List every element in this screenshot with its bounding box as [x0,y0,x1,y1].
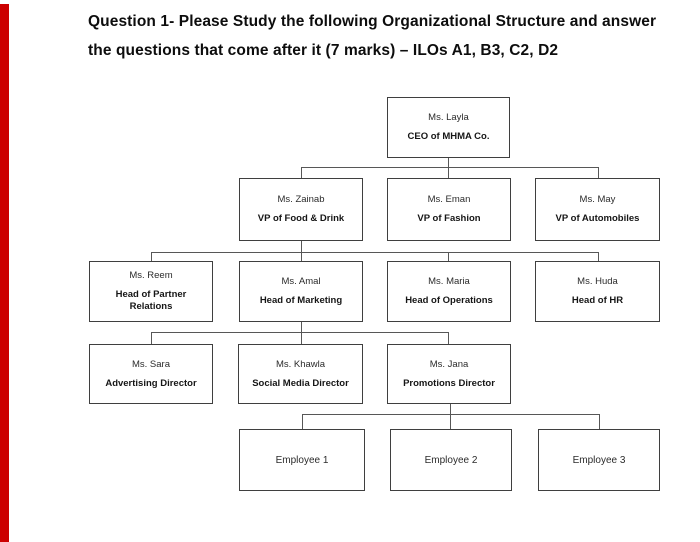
connector-director-rail [151,332,448,333]
connector-drop-emp1 [302,414,303,429]
person-name: Ms. Khawla [275,358,326,370]
person-title: Head of Partner Relations [115,289,187,312]
person-title: Advertising Director [105,377,197,389]
org-node-social-media-director: Ms. Khawla Social Media Director [238,344,363,404]
connector-zainab-stem [301,241,302,261]
connector-amal-stem [301,322,302,344]
connector-head-rail [151,252,598,253]
question-heading-line2: the questions that come after it (7 mark… [88,42,559,59]
org-node-employee-1: Employee 1 [239,429,365,491]
person-name: Ms. Zainab [277,194,325,205]
person-name: Employee 1 [275,454,329,466]
connector-drop-may [598,167,599,178]
person-title: VP of Food & Drink [257,213,345,224]
org-node-head-marketing: Ms. Amal Head of Marketing [239,261,363,322]
connector-drop-maria [448,252,449,261]
org-node-head-hr: Ms. Huda Head of HR [535,261,660,322]
person-title: Head of HR [571,295,624,306]
person-title: Social Media Director [252,377,349,389]
connector-drop-reem [151,252,152,261]
person-title: Head of Marketing [259,295,343,306]
connector-drop-sara [151,332,152,344]
connector-drop-zainab [301,167,302,178]
connector-drop-huda [598,252,599,261]
person-name: Ms. May [579,194,616,205]
person-name: Ms. Layla [428,112,469,123]
person-title: Head of Operations [405,295,493,306]
connector-drop-jana [448,332,449,344]
person-name: Ms. Maria [428,276,470,287]
org-node-advertising-director: Ms. Sara Advertising Director [89,344,213,404]
person-title: VP of Automobiles [555,213,640,224]
person-name: Ms. Jana [429,358,469,370]
org-node-ceo: Ms. Layla CEO of MHMA Co. [387,97,510,158]
org-node-head-operations: Ms. Maria Head of Operations [387,261,511,322]
org-node-vp-food-drink: Ms. Zainab VP of Food & Drink [239,178,363,241]
person-name: Ms. Huda [577,276,618,287]
red-accent-bar [0,4,9,542]
question-heading-line1: Question 1- Please Study the following O… [88,13,657,30]
person-name: Ms. Amal [281,276,321,287]
person-name: Ms. Eman [427,194,471,205]
connector-drop-emp3 [599,414,600,429]
org-node-employee-3: Employee 3 [538,429,660,491]
connector-employee-rail [302,414,599,415]
person-name: Employee 3 [572,454,626,466]
org-node-promotions-director: Ms. Jana Promotions Director [387,344,511,404]
connector-vp-rail [301,167,598,168]
org-node-head-partner-relations: Ms. Reem Head of Partner Relations [89,261,213,322]
person-name: Ms. Sara [131,358,170,370]
connector-ceo-stem [448,158,449,178]
person-title: Promotions Director [403,377,495,389]
person-title: VP of Fashion [417,213,481,224]
question-heading: Question 1- Please Study the following O… [88,7,668,65]
org-node-employee-2: Employee 2 [390,429,512,491]
person-title: CEO of MHMA Co. [407,131,490,142]
org-node-vp-fashion: Ms. Eman VP of Fashion [387,178,511,241]
person-name: Employee 2 [424,454,478,466]
org-node-vp-automobiles: Ms. May VP of Automobiles [535,178,660,241]
person-name: Ms. Reem [129,270,173,281]
connector-jana-stem [450,403,451,429]
